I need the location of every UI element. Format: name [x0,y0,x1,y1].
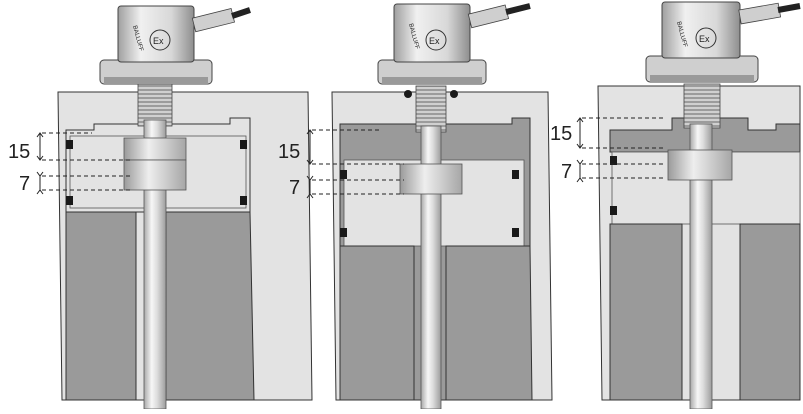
ex-text-right: Ex [699,34,710,44]
dark-wall-left-b [165,211,255,401]
sensor-head-right [661,1,741,59]
dimension-lines-left [36,132,130,195]
magnet-right [667,149,733,181]
cable-gland-left [191,8,235,33]
cable-right [777,3,801,13]
dim-label-left-15: 15 [8,141,30,163]
seal-right-1 [610,156,617,165]
cable-middle [505,3,531,15]
cable-gland-middle [467,4,510,29]
dark-wall-left-a [65,211,137,401]
dim-label-middle-7: 7 [289,177,300,199]
panel-middle: BALLUFF Ex 15 7 [278,3,553,410]
ex-text-middle: Ex [429,36,440,46]
seal-middle-2 [340,228,347,237]
dim-label-left-7: 7 [19,173,30,195]
oring-middle-2 [450,90,458,98]
dimension-lines-middle [306,129,404,199]
ex-mark-middle [425,29,447,51]
thread-middle [415,85,447,133]
panel-right: BALLUFF Ex 15 7 [550,1,801,410]
magnet-upper-left [123,137,187,161]
ex-text-left: Ex [153,36,164,46]
cable-gland-right [738,2,782,25]
dim-label-right-15: 15 [550,123,572,145]
flange-base-left [104,77,208,84]
sensor-head-middle [393,3,471,63]
seal-left-4 [240,196,247,205]
magnet-lower-left [123,159,187,191]
dim-label-right-7: 7 [561,161,572,183]
dim-label-middle-15: 15 [278,141,300,163]
seal-left-2 [66,196,73,205]
dimension-lines-right [576,117,666,183]
seal-left-1 [66,140,73,149]
flange-base-right [650,75,754,82]
oring-middle-1 [404,90,412,98]
dark-wall-middle-a [339,245,415,401]
dark-wall-middle-b [445,245,533,401]
seal-left-3 [240,140,247,149]
sensor-head-left [117,5,195,63]
flange-base-middle [382,77,482,84]
seal-middle-4 [512,228,519,237]
ex-mark-right [695,27,717,49]
thread-right [683,83,721,129]
magnet-middle [399,163,463,195]
seal-right-2 [610,206,617,215]
seal-middle-1 [340,170,347,179]
seal-middle-3 [512,170,519,179]
ex-mark-left [149,29,171,51]
dark-wall-right-b [739,223,801,401]
dark-wall-right-a [609,223,683,401]
cable-left [231,7,251,19]
panel-left: BALLUFF Ex 15 7 [8,5,313,410]
